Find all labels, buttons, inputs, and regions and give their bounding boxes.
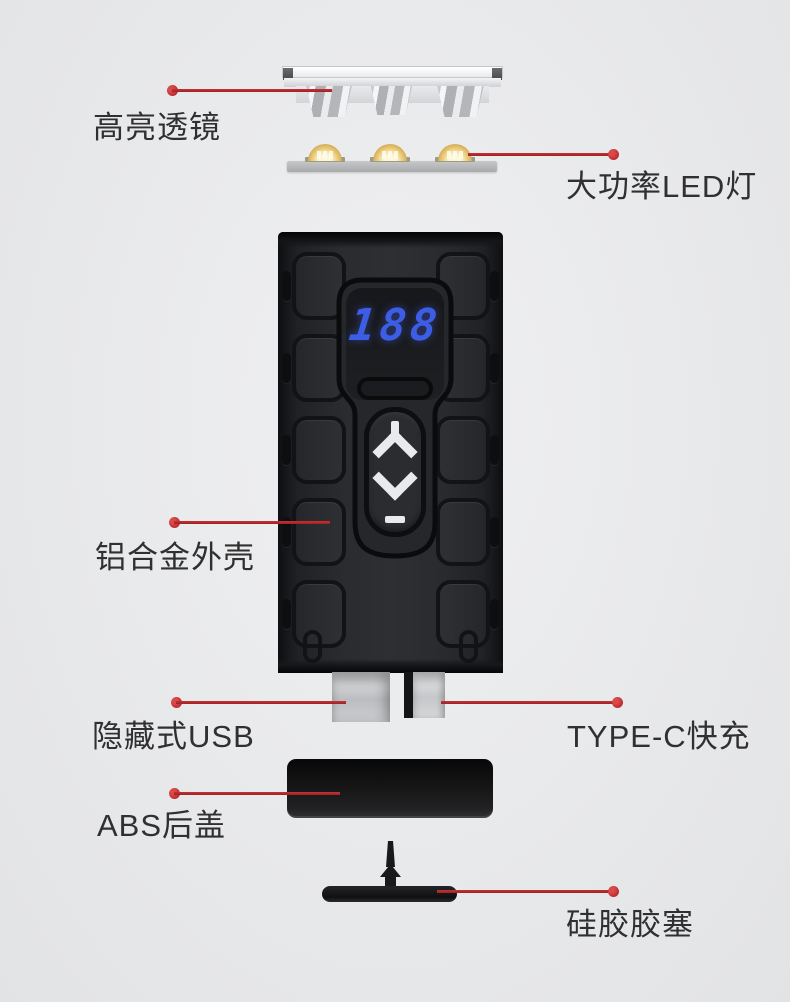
led-chip [447,151,463,159]
led-chip [317,151,333,159]
side-slot [490,271,499,301]
lens-cup [437,86,484,117]
callout-dot [608,886,619,897]
callout-label-plug: 硅胶胶塞 [566,907,694,942]
side-slot [490,435,499,465]
lens-cup [370,86,413,115]
side-slot [282,517,291,547]
led-chip [382,151,398,159]
side-groove [292,498,346,566]
side-slot [490,353,499,383]
side-slot [490,599,499,629]
minus-bar-icon [385,516,405,523]
chevron-down-icon [372,455,418,501]
callout-label-typec: TYPE-C快充 [567,719,751,754]
body-bottom-cap [278,659,503,673]
side-groove [436,498,490,566]
silicone-plug-bar [322,886,457,902]
lens-corner-screw [492,68,502,80]
callout-line [174,792,340,795]
led-pcb-strip [287,161,497,172]
callout-line [441,701,617,704]
typec-connector [413,672,445,718]
callout-dot [608,149,619,160]
silicone-plug-tip [386,841,395,867]
usb-connector [332,672,390,722]
typec-housing-tab [404,672,413,718]
body-top-cap [278,232,503,248]
callout-label-usb: 隐藏式USB [92,719,255,754]
side-groove [436,580,490,648]
callout-label-led: 大功率LED灯 [566,169,758,204]
callout-line [468,153,613,156]
side-groove [436,416,490,484]
lens-top-rim [282,66,503,78]
abs-back-cover [287,759,493,818]
corner-slot [459,630,478,663]
display-digits: 188 [346,300,444,351]
callout-line [437,890,613,893]
led-dome [308,144,342,161]
corner-slot [303,630,322,663]
callout-label-lens: 高亮透镜 [93,110,221,145]
side-slot [282,599,291,629]
lens-corner-screw [283,68,293,80]
power-bar-icon [391,421,399,436]
callout-dot [612,697,623,708]
callout-label-shell: 铝合金外壳 [95,540,255,575]
side-slot [282,353,291,383]
callout-label-abs: ABS后盖 [97,808,227,843]
led-dome [373,144,407,161]
side-slot [282,271,291,301]
side-groove [292,416,346,484]
mode-button [357,377,433,400]
side-slot [490,517,499,547]
callout-line [176,701,346,704]
rocker-switch [364,407,426,537]
lens-rim-front [284,78,501,87]
led-dome [438,144,472,161]
callout-line [172,89,332,92]
callout-line [174,521,330,524]
silicone-plug-shaft [385,875,396,888]
side-slot [282,435,291,465]
